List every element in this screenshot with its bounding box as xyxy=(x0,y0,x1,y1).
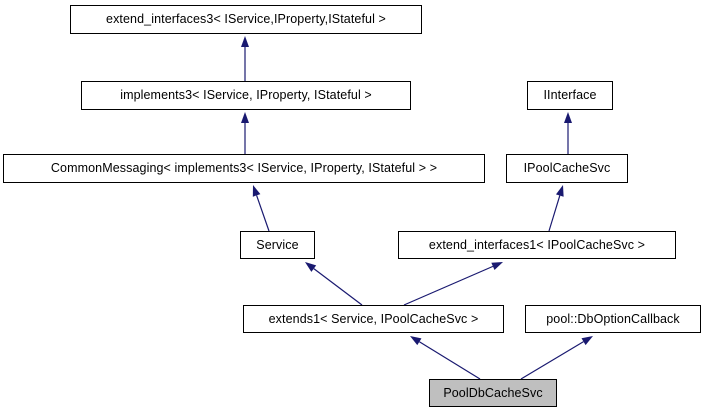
class-node-label: extends1< Service, IPoolCacheSvc > xyxy=(268,311,479,326)
inheritance-edge xyxy=(410,336,481,380)
arrowhead-icon xyxy=(305,262,317,272)
class-node-label: CommonMessaging< implements3< IService, … xyxy=(50,161,438,176)
inheritance-edge xyxy=(252,185,270,232)
class-node-label: PoolDbCacheSvc xyxy=(443,385,543,400)
arrowhead-icon xyxy=(252,185,261,197)
edge-line xyxy=(419,341,481,380)
edge-line xyxy=(520,341,584,380)
class-node-label: IInterface xyxy=(543,88,597,103)
class-node-label: extend_interfaces1< IPoolCacheSvc > xyxy=(428,237,646,252)
arrowhead-icon xyxy=(581,336,593,346)
class-node-ipoolcachesvc[interactable]: IPoolCacheSvc xyxy=(506,154,628,183)
class-node-pooldbcachesvc[interactable]: PoolDbCacheSvc xyxy=(429,379,557,407)
class-node-label: Service xyxy=(256,237,299,252)
arrowhead-icon xyxy=(555,185,564,197)
edge-line xyxy=(256,195,270,232)
inheritance-edge xyxy=(241,36,249,81)
class-node-service[interactable]: Service xyxy=(240,231,315,259)
arrowhead-icon xyxy=(491,262,503,271)
edge-line xyxy=(403,265,494,306)
class-node-label: pool::DbOptionCallback xyxy=(546,311,680,326)
inheritance-edge xyxy=(305,262,363,306)
class-node-extend_interfaces1[interactable]: extend_interfaces1< IPoolCacheSvc > xyxy=(398,231,676,259)
class-node-extend_interfaces3[interactable]: extend_interfaces3< IService,IProperty,I… xyxy=(70,5,422,34)
class-node-label: IPoolCacheSvc xyxy=(523,161,611,176)
inheritance-edge xyxy=(403,262,503,306)
class-node-label: extend_interfaces3< IService,IProperty,I… xyxy=(106,12,386,27)
class-node-dboptioncallback[interactable]: pool::DbOptionCallback xyxy=(525,305,701,333)
class-node-label: implements3< IService, IProperty, IState… xyxy=(120,88,372,103)
edge-line xyxy=(548,195,561,232)
arrowhead-icon xyxy=(241,36,249,47)
arrowhead-icon xyxy=(564,112,572,123)
edge-line xyxy=(313,268,363,306)
arrowhead-icon xyxy=(410,336,422,346)
arrowhead-icon xyxy=(241,112,249,123)
inheritance-edge xyxy=(564,112,572,154)
class-node-commonmessaging[interactable]: CommonMessaging< implements3< IService, … xyxy=(3,154,485,183)
inheritance-edge xyxy=(520,336,593,380)
inheritance-edge xyxy=(548,185,564,232)
class-node-iinterface[interactable]: IInterface xyxy=(527,81,613,110)
inheritance-edge xyxy=(241,112,249,154)
class-node-implements3[interactable]: implements3< IService, IProperty, IState… xyxy=(81,81,411,110)
class-node-extends1[interactable]: extends1< Service, IPoolCacheSvc > xyxy=(243,305,504,333)
